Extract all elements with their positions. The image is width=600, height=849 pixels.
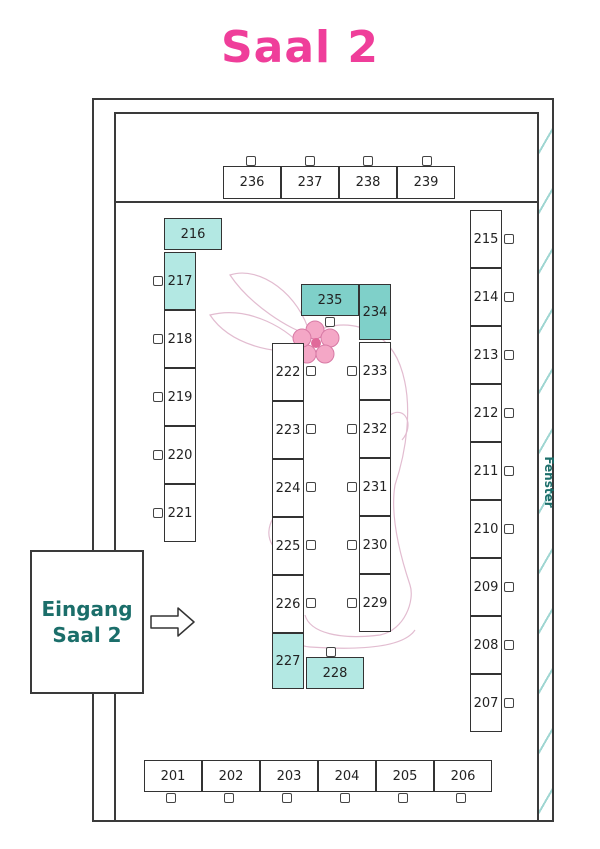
chair-icon	[363, 156, 373, 166]
booth-208[interactable]: 208	[470, 616, 502, 674]
booth-211[interactable]: 211	[470, 442, 502, 500]
chair-icon	[504, 582, 514, 592]
chair-icon	[153, 276, 163, 286]
chair-icon	[347, 424, 357, 434]
booth-203[interactable]: 203	[260, 760, 318, 792]
booth-231[interactable]: 231	[359, 458, 391, 516]
booth-217[interactable]: 217	[164, 252, 196, 310]
booth-209[interactable]: 209	[470, 558, 502, 616]
chair-icon	[153, 392, 163, 402]
booth-201[interactable]: 201	[144, 760, 202, 792]
chair-icon	[504, 640, 514, 650]
chair-icon	[306, 424, 316, 434]
chair-icon	[306, 366, 316, 376]
chair-icon	[504, 466, 514, 476]
flower-icon	[292, 320, 340, 364]
chair-icon	[224, 793, 234, 803]
chair-icon	[456, 793, 466, 803]
top-row-divider	[114, 201, 538, 203]
chair-icon	[306, 598, 316, 608]
page-title: Saal 2	[220, 22, 380, 73]
booth-222[interactable]: 222	[272, 343, 304, 401]
booth-235[interactable]: 235	[301, 284, 359, 316]
chair-icon	[422, 156, 432, 166]
entrance-arrow-icon	[150, 607, 195, 637]
booth-236[interactable]: 236	[223, 166, 281, 199]
booth-212[interactable]: 212	[470, 384, 502, 442]
booth-224[interactable]: 224	[272, 459, 304, 517]
chair-icon	[325, 317, 335, 327]
booth-202[interactable]: 202	[202, 760, 260, 792]
chair-icon	[347, 540, 357, 550]
entrance-box: Eingang Saal 2	[30, 550, 144, 694]
chair-icon	[504, 350, 514, 360]
booth-238[interactable]: 238	[339, 166, 397, 199]
booth-225[interactable]: 225	[272, 517, 304, 575]
chair-icon	[166, 793, 176, 803]
booth-237[interactable]: 237	[281, 166, 339, 199]
chair-icon	[347, 482, 357, 492]
booth-227[interactable]: 227	[272, 633, 304, 689]
chair-icon	[340, 793, 350, 803]
chair-icon	[504, 408, 514, 418]
booth-239[interactable]: 239	[397, 166, 455, 199]
chair-icon	[153, 334, 163, 344]
booth-213[interactable]: 213	[470, 326, 502, 384]
chair-icon	[305, 156, 315, 166]
booth-214[interactable]: 214	[470, 268, 502, 326]
window-label: Fenster	[542, 456, 556, 508]
entrance-label-line1: Eingang	[41, 597, 133, 621]
chair-icon	[282, 793, 292, 803]
booth-232[interactable]: 232	[359, 400, 391, 458]
bunny-watermark	[209, 272, 416, 649]
booth-218[interactable]: 218	[164, 310, 196, 368]
booth-221[interactable]: 221	[164, 484, 196, 542]
hall-inner-wall	[114, 112, 540, 820]
chair-icon	[347, 598, 357, 608]
booth-205[interactable]: 205	[376, 760, 434, 792]
booth-234[interactable]: 234	[359, 284, 391, 340]
booth-207[interactable]: 207	[470, 674, 502, 732]
entrance-label-line2: Saal 2	[52, 623, 122, 647]
chair-icon	[504, 234, 514, 244]
chair-icon	[306, 540, 316, 550]
hall-outer-wall	[92, 98, 554, 822]
chair-icon	[306, 482, 316, 492]
chair-icon	[153, 450, 163, 460]
window-strip	[537, 112, 553, 820]
booth-206[interactable]: 206	[434, 760, 492, 792]
booth-229[interactable]: 229	[359, 574, 391, 632]
booth-228[interactable]: 228	[306, 657, 364, 689]
booth-216[interactable]: 216	[164, 218, 222, 250]
booth-215[interactable]: 215	[470, 210, 502, 268]
booth-219[interactable]: 219	[164, 368, 196, 426]
booth-223[interactable]: 223	[272, 401, 304, 459]
booth-226[interactable]: 226	[272, 575, 304, 633]
booth-233[interactable]: 233	[359, 342, 391, 400]
booth-210[interactable]: 210	[470, 500, 502, 558]
chair-icon	[326, 647, 336, 657]
booth-230[interactable]: 230	[359, 516, 391, 574]
booth-204[interactable]: 204	[318, 760, 376, 792]
chair-icon	[347, 366, 357, 376]
chair-icon	[246, 156, 256, 166]
booth-220[interactable]: 220	[164, 426, 196, 484]
chair-icon	[504, 292, 514, 302]
chair-icon	[398, 793, 408, 803]
chair-icon	[504, 698, 514, 708]
chair-icon	[504, 524, 514, 534]
chair-icon	[153, 508, 163, 518]
